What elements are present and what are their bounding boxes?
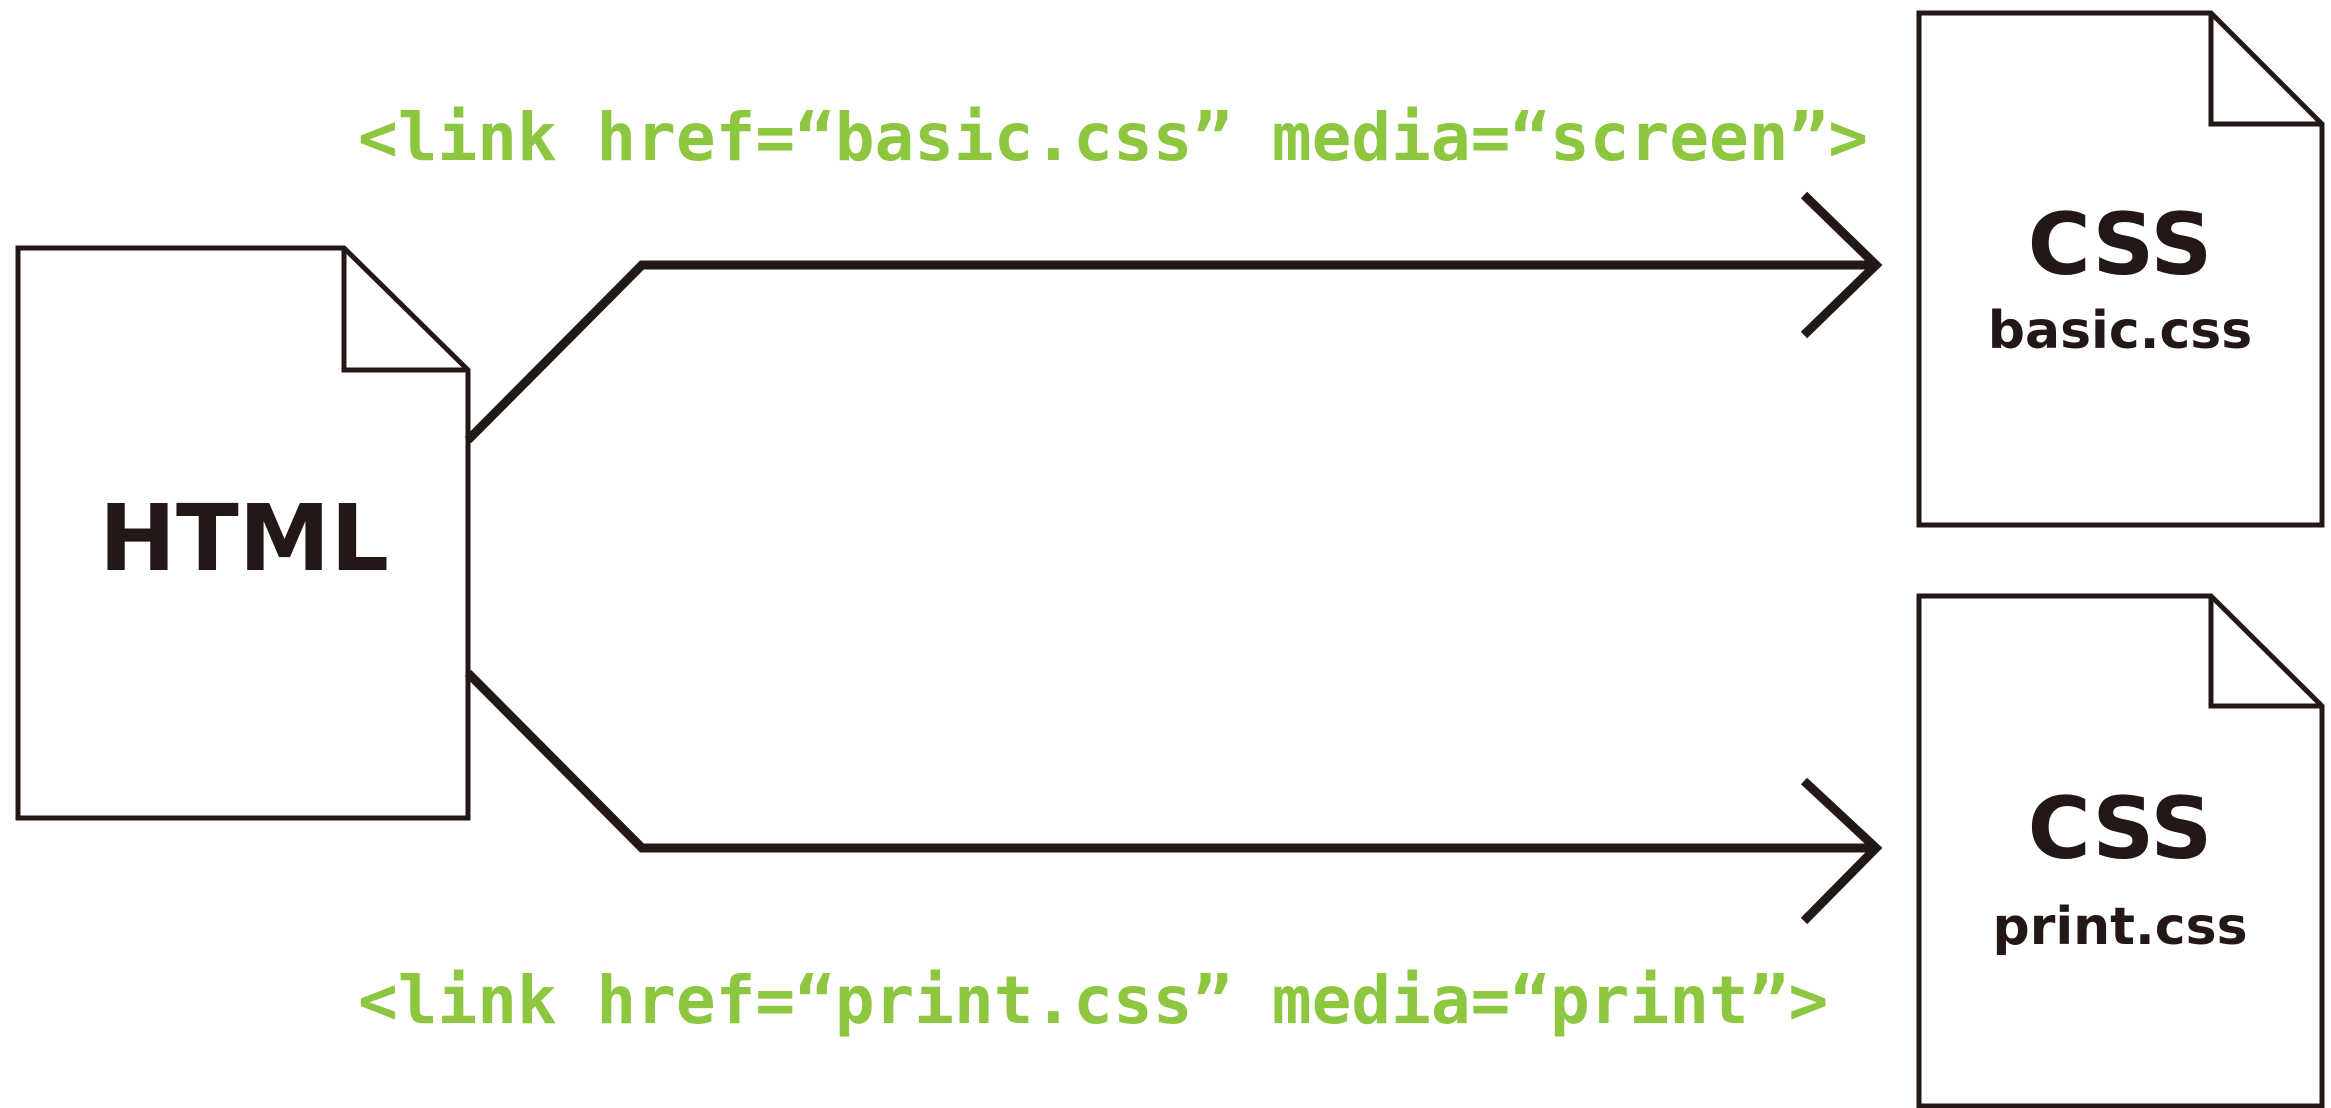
html-document: HTML bbox=[15, 245, 471, 821]
css-document-basic-label: CSS bbox=[2028, 195, 2213, 295]
css-document-basic: CSS basic.css bbox=[1916, 10, 2325, 528]
css-document-basic-filename: basic.css bbox=[1988, 301, 2252, 361]
screen-link-line bbox=[464, 260, 1876, 444]
screen-link-arrowhead bbox=[1800, 191, 1883, 339]
css-document-print-label: CSS bbox=[2028, 779, 2213, 879]
print-link-connector bbox=[464, 669, 1883, 925]
html-document-label: HTML bbox=[99, 485, 389, 592]
print-link-code: <link href=“print.css” media=“print”> bbox=[358, 962, 1828, 1039]
html-document-outline bbox=[15, 245, 471, 821]
screen-link-connector bbox=[464, 191, 1883, 444]
screen-link-code: <link href=“basic.css” media=“screen”> bbox=[358, 99, 1868, 176]
css-document-print-outline bbox=[1916, 593, 2325, 1108]
css-document-basic-outline bbox=[1916, 10, 2325, 528]
print-link-arrowhead bbox=[1800, 777, 1883, 925]
html-document-fold bbox=[341, 248, 468, 373]
css-document-basic-fold bbox=[2208, 13, 2322, 127]
css-document-print-fold bbox=[2208, 596, 2322, 709]
print-link-line bbox=[464, 669, 1876, 853]
css-document-print-filename: print.css bbox=[1992, 897, 2247, 957]
css-document-print: CSS print.css bbox=[1916, 593, 2325, 1108]
